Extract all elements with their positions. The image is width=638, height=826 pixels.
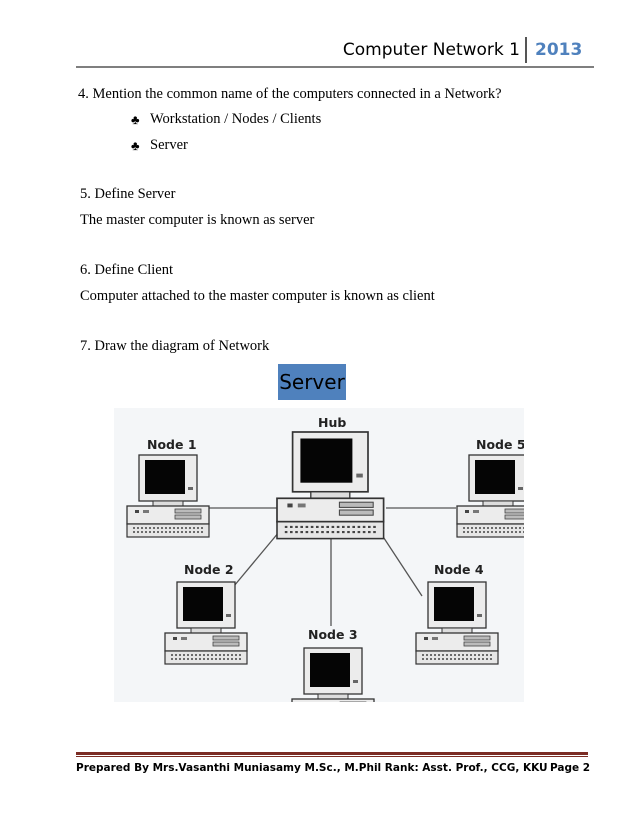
network-diagram: Hub Node 1 Node 5 Node 2 Node 4 Node 3 [114, 408, 540, 731]
header-year: 2013 [525, 37, 582, 63]
question-7: 7. Draw the diagram of Network [80, 338, 270, 354]
footer-page-number: Page 2 [550, 762, 591, 774]
footer-credit: Prepared By Mrs.Vasanthi Muniasamy M.Sc.… [76, 762, 548, 774]
club-suit-icon: ♣ [131, 112, 140, 127]
node-1-label: Node 1 [147, 437, 197, 452]
header-title: Computer Network 1 [342, 40, 520, 60]
question-6: 6. Define Client [80, 262, 174, 278]
server-label: Server [278, 364, 346, 400]
answer-4-item-1: Workstation / Nodes / Clients [150, 111, 322, 127]
footer-rule-thin [76, 756, 588, 757]
node-2-label: Node 2 [184, 562, 234, 577]
hub-label: Hub [318, 415, 346, 430]
header-rule [76, 66, 594, 68]
node-5-computer-icon [456, 454, 540, 538]
question-4: 4. Mention the common name of the comput… [78, 86, 502, 102]
node-3-label: Node 3 [308, 627, 358, 642]
node-1-computer-icon [126, 454, 210, 538]
hub-computer-icon [275, 430, 385, 540]
node-4-computer-icon [415, 581, 499, 665]
answer-4-item-2: Server [150, 137, 188, 153]
footer-rule-thick [76, 752, 588, 755]
club-suit-icon: ♣ [131, 138, 140, 153]
question-5: 5. Define Server [80, 186, 176, 202]
node-5-label: Node 5 [476, 437, 524, 452]
node-4-label: Node 4 [434, 562, 484, 577]
node-3-computer-icon [291, 647, 375, 731]
link-hub-node2 [233, 525, 285, 587]
answer-5: The master computer is known as server [80, 212, 315, 228]
node-2-computer-icon [164, 581, 248, 665]
answer-6: Computer attached to the master computer… [80, 288, 435, 304]
